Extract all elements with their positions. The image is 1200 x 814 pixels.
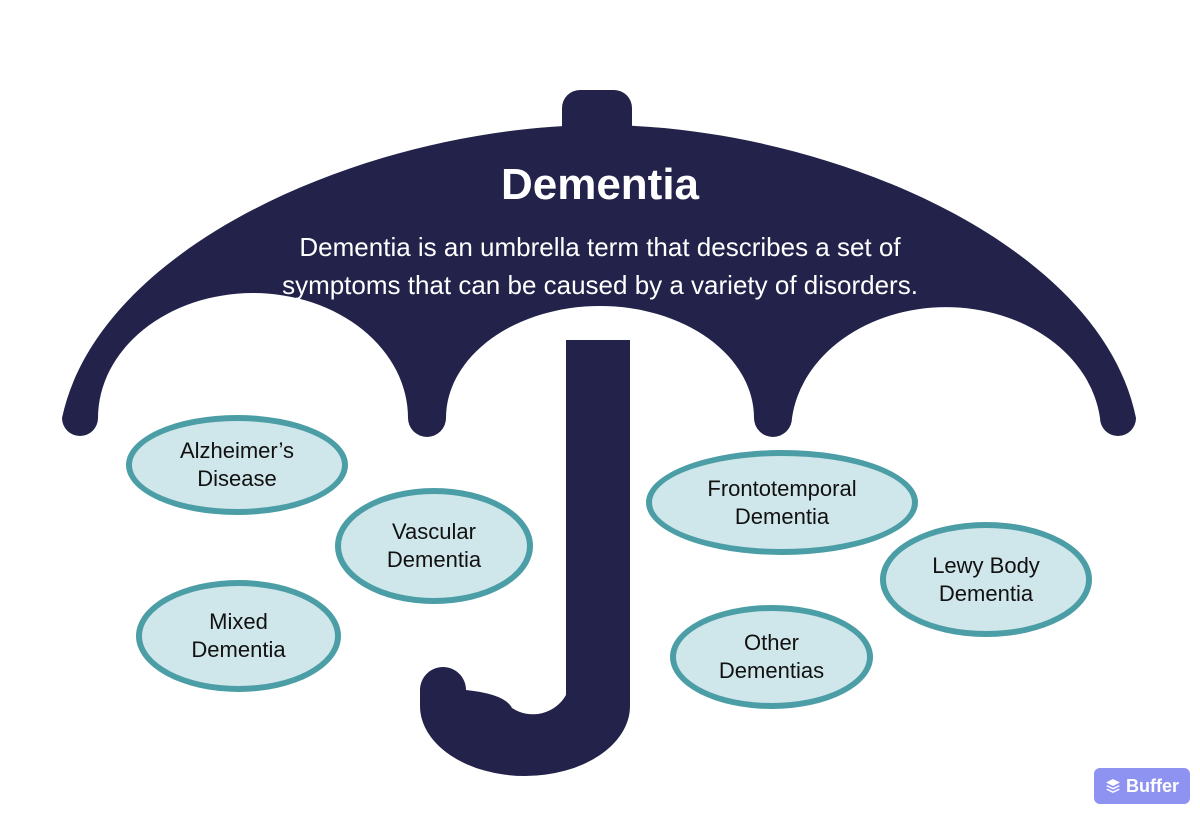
bubble-label-line: Dementia [734, 503, 830, 529]
bubble-frontotemporal-dementia: Frontotemporal Dementia [646, 450, 918, 555]
bubble-label-line: Lewy Body [932, 552, 1040, 578]
bubble-label-line: Dementias [718, 658, 825, 683]
bubble-label-line: Alzheimer’s [179, 438, 295, 463]
bubble-mixed-dementia: Mixed Dementia [136, 580, 341, 692]
umbrella-handle [420, 667, 630, 776]
bubble-label-line: Other [743, 630, 800, 655]
description-line: symptoms that can be caused by a variety… [282, 270, 918, 300]
umbrella-canopy [62, 125, 1136, 437]
bubble-lewy-body-dementia: Lewy Body Dementia [880, 522, 1092, 637]
diagram-title: Dementia [500, 160, 700, 209]
bubble-label-line: Dementia [938, 580, 1034, 606]
buffer-stack-icon [1105, 778, 1121, 794]
buffer-label: Buffer [1126, 775, 1179, 796]
bubble-alzheimers-disease: Alzheimer’s Disease [126, 415, 348, 515]
bubble-other-dementias: Other Dementias [670, 605, 873, 709]
bubble-vascular-dementia: Vascular Dementia [335, 488, 533, 604]
bubble-label-line: Mixed [209, 609, 268, 634]
buffer-badge[interactable]: Buffer [1094, 768, 1190, 804]
bubble-label-line: Dementia [386, 547, 482, 572]
diagram-description: Dementia is an umbrella term that descri… [200, 228, 1000, 304]
umbrella-shaft [566, 340, 630, 680]
bubble-label-line: Frontotemporal [707, 475, 857, 501]
bubble-label-line: Vascular [392, 519, 476, 544]
description-line: Dementia is an umbrella term that descri… [299, 232, 901, 262]
bubble-label-line: Dementia [191, 637, 286, 662]
bubble-label-line: Disease [197, 466, 277, 491]
